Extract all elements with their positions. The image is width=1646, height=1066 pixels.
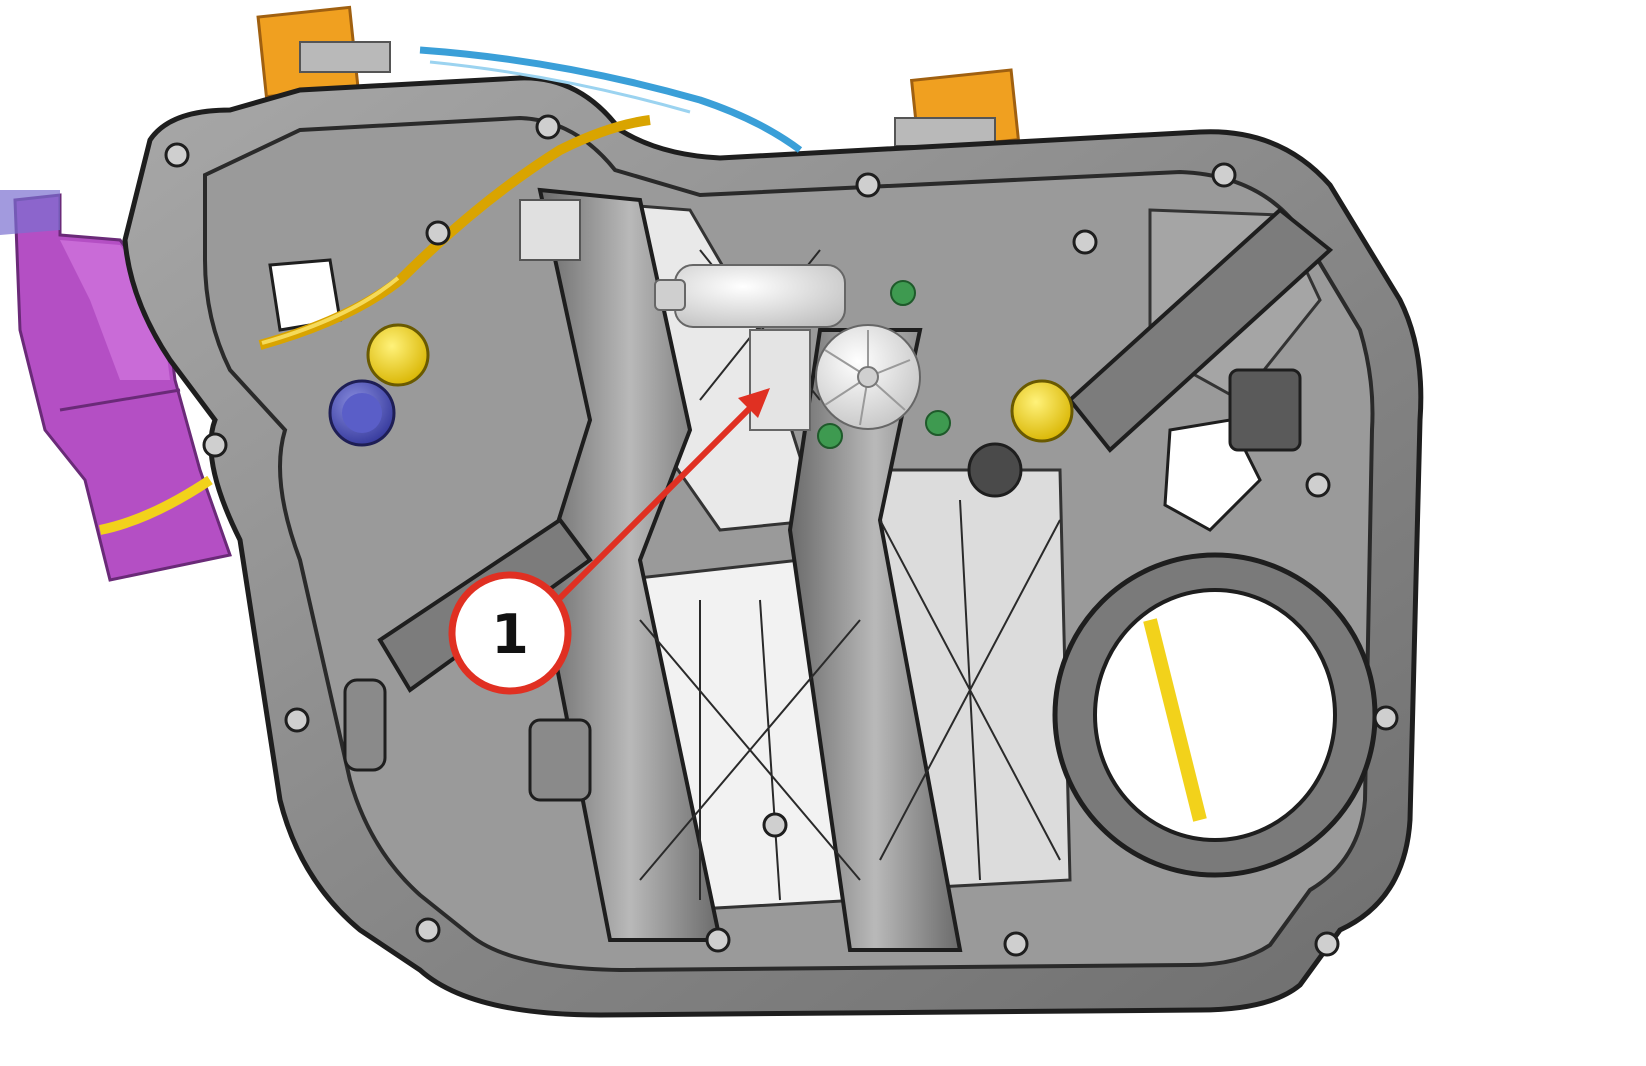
access-holes <box>268 258 1302 802</box>
cable-yellow <box>258 115 651 350</box>
callout-arrowhead <box>738 388 770 418</box>
top-bracket-left <box>256 5 391 99</box>
plug-yellow-left <box>366 323 430 387</box>
speaker-opening <box>1052 552 1378 878</box>
callout-1: 1 <box>448 388 770 695</box>
top-bracket-right <box>894 68 1021 152</box>
callout-arrow <box>557 397 761 601</box>
cable-blue <box>419 46 803 153</box>
callout-label: 1 <box>491 603 529 666</box>
window-motor <box>654 264 921 431</box>
screw-holes <box>164 114 1399 957</box>
regulator-rail-right <box>787 328 963 952</box>
plug-blue <box>328 379 396 447</box>
plug-yellow-right <box>1010 379 1074 443</box>
latch-module <box>0 190 232 582</box>
plug-dark <box>967 442 1023 498</box>
connector-top <box>519 199 581 261</box>
callout-circle <box>448 571 572 695</box>
mounting-bolts <box>817 280 951 449</box>
